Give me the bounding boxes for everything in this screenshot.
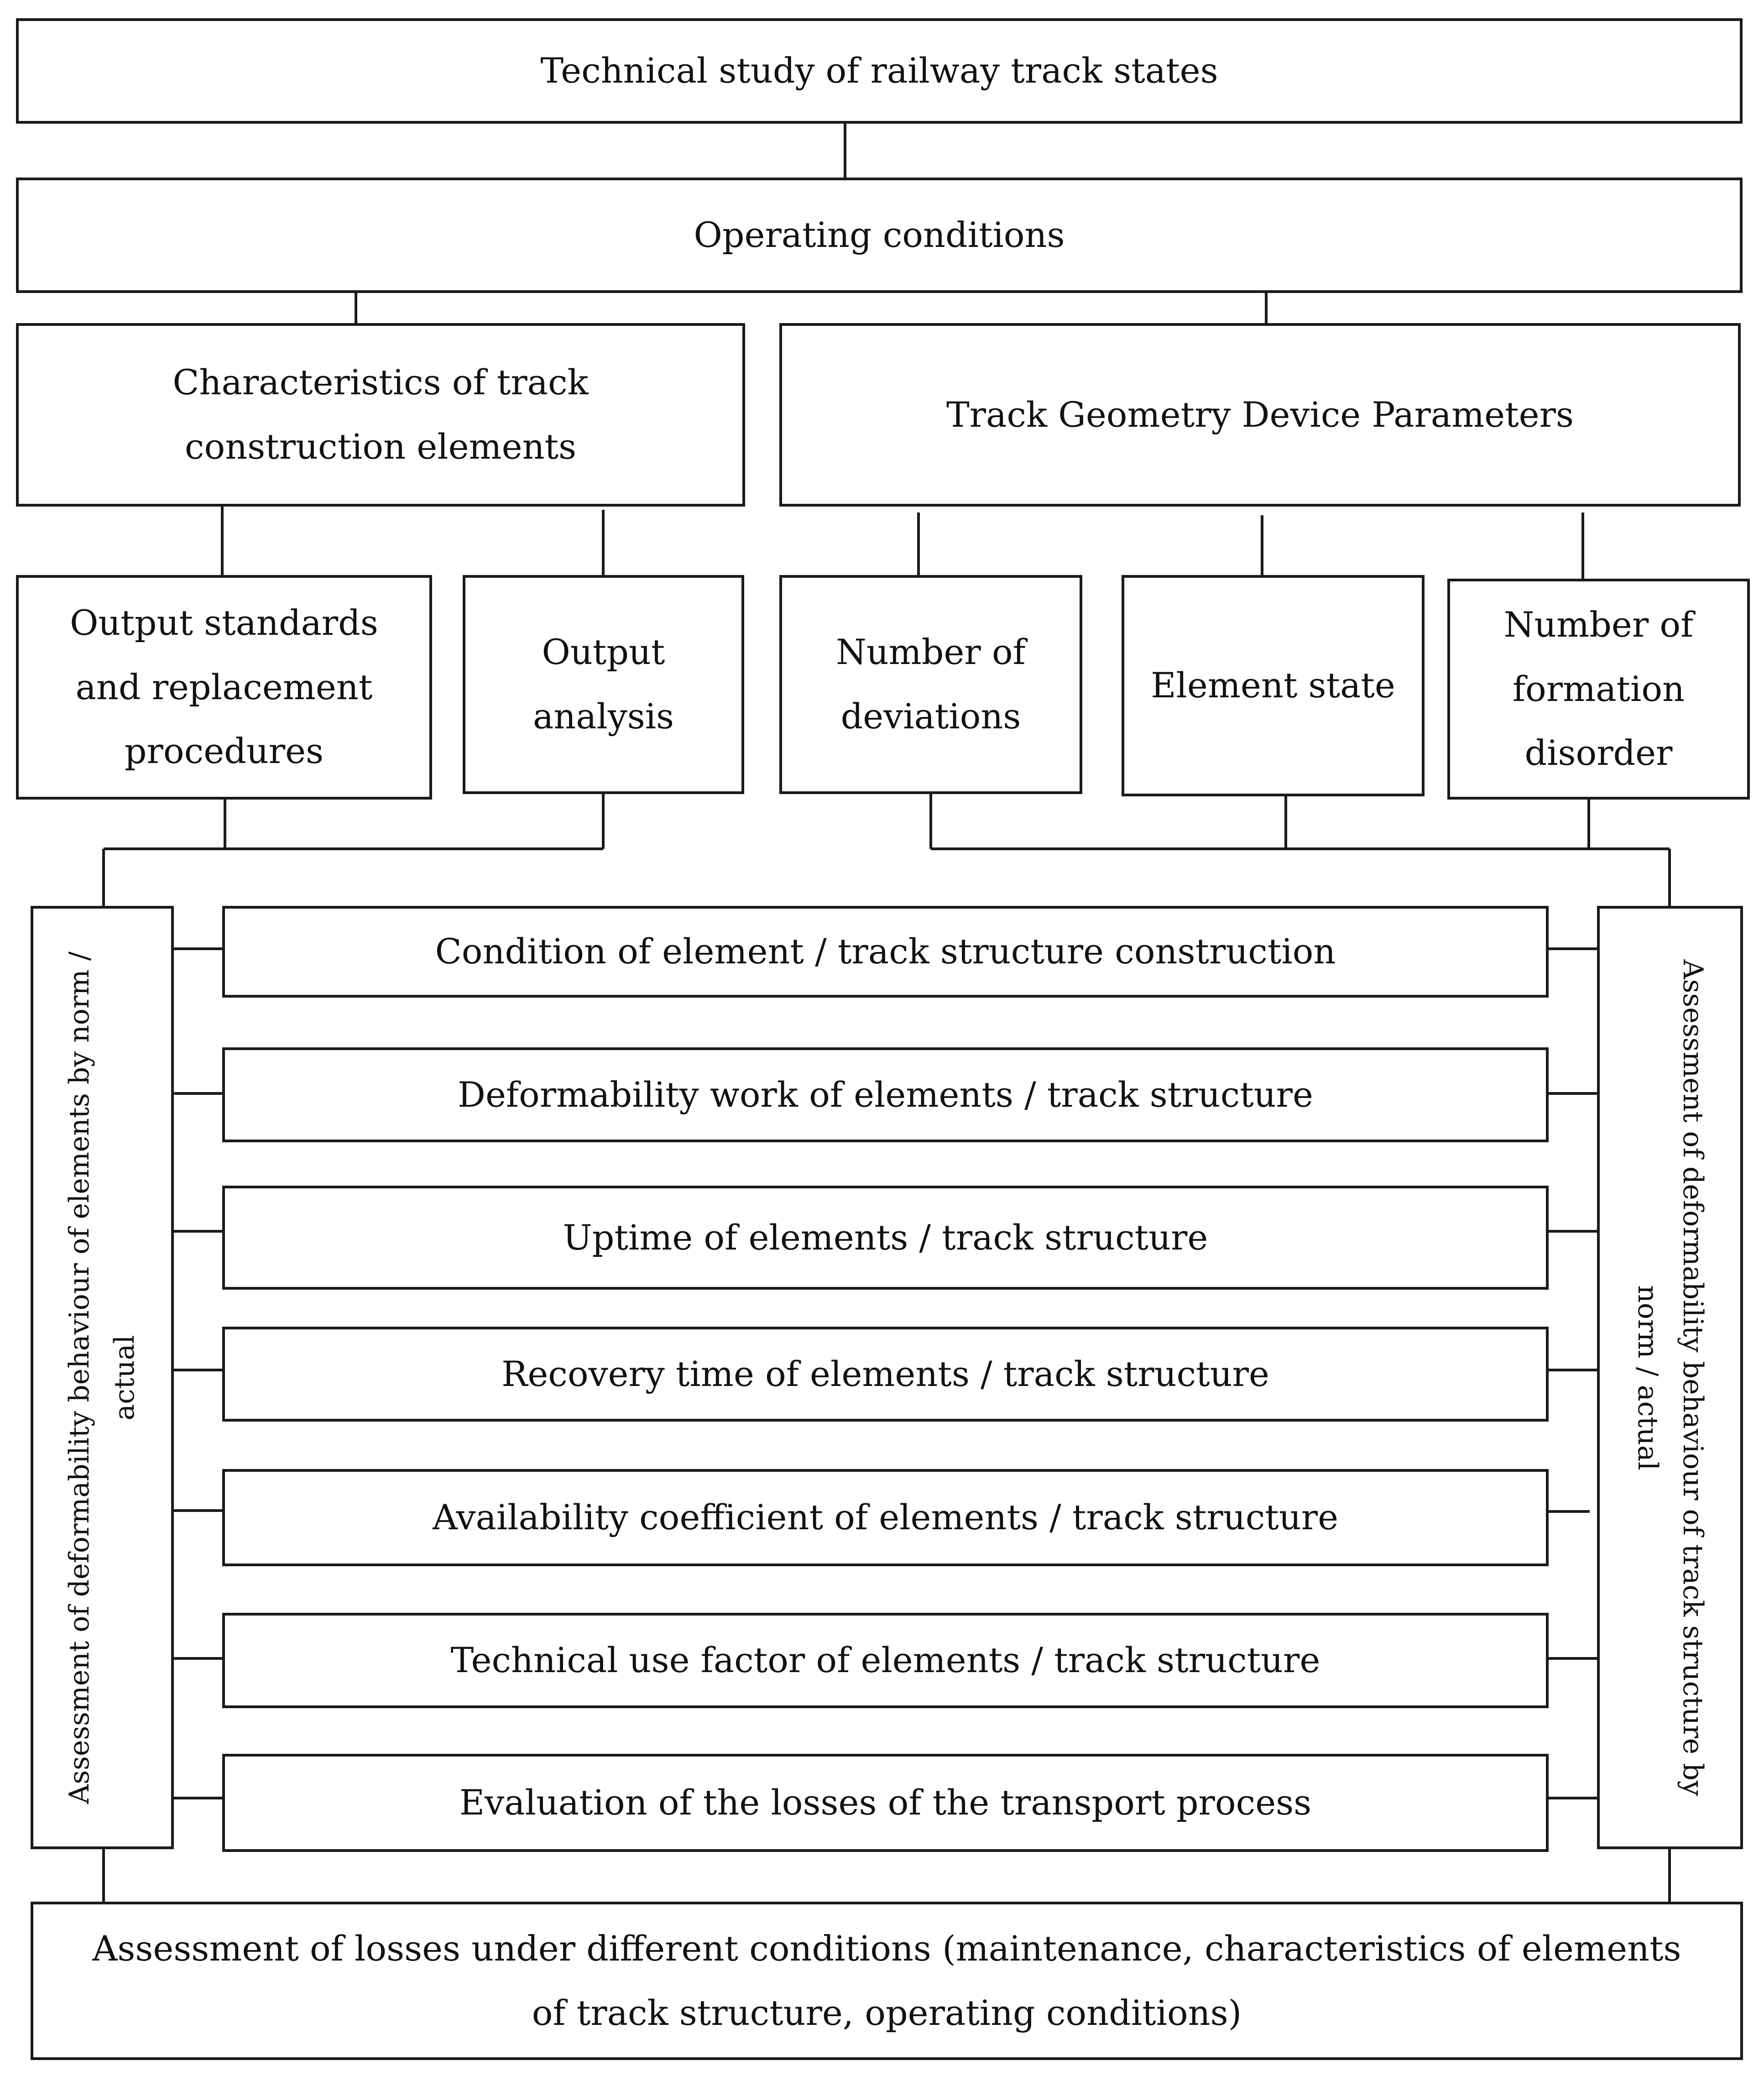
middle-item-availability-coefficient: Availability coefficient of elements / t… (222, 1469, 1549, 1566)
right-side-assessment-box: Assessment of deformability behaviour of… (1597, 906, 1743, 1849)
track-geometry-parameters-box: Track Geometry Device Parameters (779, 323, 1741, 507)
output-standards-box: Output standards and replacement procedu… (16, 575, 432, 800)
output-standards-text: Output standards and replacement procedu… (70, 602, 378, 772)
middle-item-text: Availability coefficient of elements / t… (432, 1497, 1339, 1538)
losses-assessment-box: Assessment of losses under different con… (31, 1902, 1743, 2060)
middle-item-transport-losses: Evaluation of the losses of the transpor… (222, 1754, 1549, 1852)
middle-item-technical-use-factor: Technical use factor of elements / track… (222, 1613, 1549, 1708)
middle-item-uptime: Uptime of elements / track structure (222, 1186, 1549, 1290)
losses-assessment-text: Assessment of losses under different con… (92, 1928, 1681, 2033)
element-state-box: Element state (1122, 575, 1425, 796)
middle-item-text: Condition of element / track structure c… (435, 931, 1336, 972)
middle-item-text: Recovery time of elements / track struct… (501, 1353, 1269, 1394)
track-construction-characteristics-box: Characteristics of track construction el… (16, 323, 745, 507)
right-side-assessment-text: Assessment of deformability behaviour of… (1632, 959, 1709, 1796)
track-construction-characteristics-text: Characteristics of track construction el… (172, 362, 589, 467)
number-of-formation-disorder-text: Number of formation disorder (1503, 604, 1694, 774)
left-side-assessment-box: Assessment of deformability behaviour of… (31, 906, 174, 1849)
operating-conditions-box: Operating conditions (16, 178, 1743, 293)
element-state-text: Element state (1151, 665, 1395, 706)
title-box-text: Technical study of railway track states (540, 50, 1218, 91)
title-box: Technical study of railway track states (16, 18, 1743, 124)
middle-item-deformability-work: Deformability work of elements / track s… (222, 1047, 1549, 1142)
output-analysis-box: Output analysis (463, 575, 744, 794)
middle-item-condition: Condition of element / track structure c… (222, 906, 1549, 998)
middle-item-recovery-time: Recovery time of elements / track struct… (222, 1327, 1549, 1422)
middle-item-text: Evaluation of the losses of the transpor… (459, 1782, 1312, 1823)
middle-item-text: Uptime of elements / track structure (563, 1217, 1208, 1258)
left-side-assessment-text: Assessment of deformability behaviour of… (63, 951, 141, 1804)
output-analysis-text: Output analysis (532, 632, 674, 737)
middle-item-text: Deformability work of elements / track s… (458, 1074, 1313, 1115)
middle-item-text: Technical use factor of elements / track… (450, 1640, 1320, 1681)
number-of-deviations-box: Number of deviations (779, 575, 1082, 794)
track-geometry-parameters-text: Track Geometry Device Parameters (946, 394, 1574, 435)
number-of-formation-disorder-box: Number of formation disorder (1447, 579, 1750, 800)
operating-conditions-text: Operating conditions (694, 214, 1065, 256)
number-of-deviations-text: Number of deviations (836, 632, 1026, 737)
